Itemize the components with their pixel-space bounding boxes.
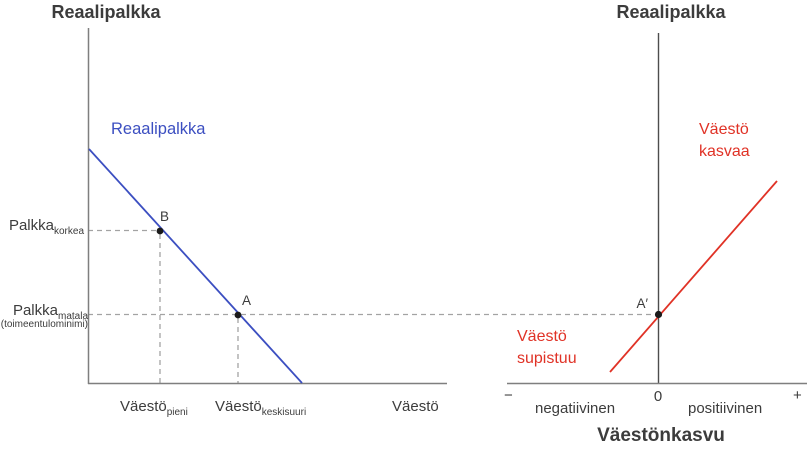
left-x-axis-label: Väestö xyxy=(392,398,439,415)
x-tick-zero: 0 xyxy=(653,388,663,405)
x-tick-vaesto-pieni-sub: pieni xyxy=(166,407,188,418)
annotation-vaesto-kasvaa-line1: Väestö xyxy=(699,121,749,138)
y-tick-palkka-matala: Palkkamatala (toimeentulominimi) xyxy=(0,302,88,331)
x-tick-vaesto-keskisuuri-main: Väestö xyxy=(215,398,262,415)
annotation-vaesto-supistuu-line2: supistuu xyxy=(517,350,577,367)
x-tick-vaesto-keskisuuri-sub: keskisuuri xyxy=(261,407,307,418)
annotation-vaesto-supistuu: Väestö supistuu xyxy=(517,326,577,370)
annotation-vaesto-kasvaa: Väestö kasvaa xyxy=(699,119,750,163)
y-tick-palkka-matala-main: Palkka xyxy=(12,302,58,319)
x-tick-negatiivinen: negatiivinen xyxy=(535,400,616,417)
point-b-label: B xyxy=(160,209,170,224)
y-tick-palkka-korkea-main: Palkka xyxy=(8,217,54,234)
point-a-label: A xyxy=(242,293,252,308)
point-b-dot xyxy=(156,227,164,235)
point-a-dot xyxy=(234,311,242,319)
annotation-vaesto-kasvaa-line2: kasvaa xyxy=(699,143,750,160)
x-tick-minus: − xyxy=(504,387,513,404)
x-tick-plus: + xyxy=(793,387,802,404)
right-y-axis-title: Reaalipalkka xyxy=(616,2,726,22)
real-wage-curve-label: Reaalipalkka xyxy=(111,120,206,138)
left-y-axis-title: Reaalipalkka xyxy=(51,2,161,22)
x-tick-vaesto-keskisuuri: Väestökeskisuuri xyxy=(215,398,307,418)
y-tick-palkka-korkea: Palkkakorkea xyxy=(0,217,84,237)
annotation-vaesto-supistuu-line1: Väestö xyxy=(517,328,567,345)
y-tick-palkka-matala-sub: matala xyxy=(57,311,88,322)
population-growth-curve xyxy=(609,180,778,373)
y-tick-palkka-korkea-sub: korkea xyxy=(53,226,84,237)
y-tick-palkka-matala-note: (toimeentulominimi) xyxy=(0,319,88,331)
real-wage-curve xyxy=(88,148,303,384)
point-a-prime-dot xyxy=(654,310,663,319)
x-tick-vaesto-pieni-main: Väestö xyxy=(120,398,167,415)
x-tick-vaesto-pieni: Väestöpieni xyxy=(120,398,188,418)
x-tick-positiivinen: positiivinen xyxy=(688,400,763,417)
right-x-axis-title: Väestönkasvu xyxy=(597,425,725,446)
point-a-prime-label: A′ xyxy=(636,296,648,311)
